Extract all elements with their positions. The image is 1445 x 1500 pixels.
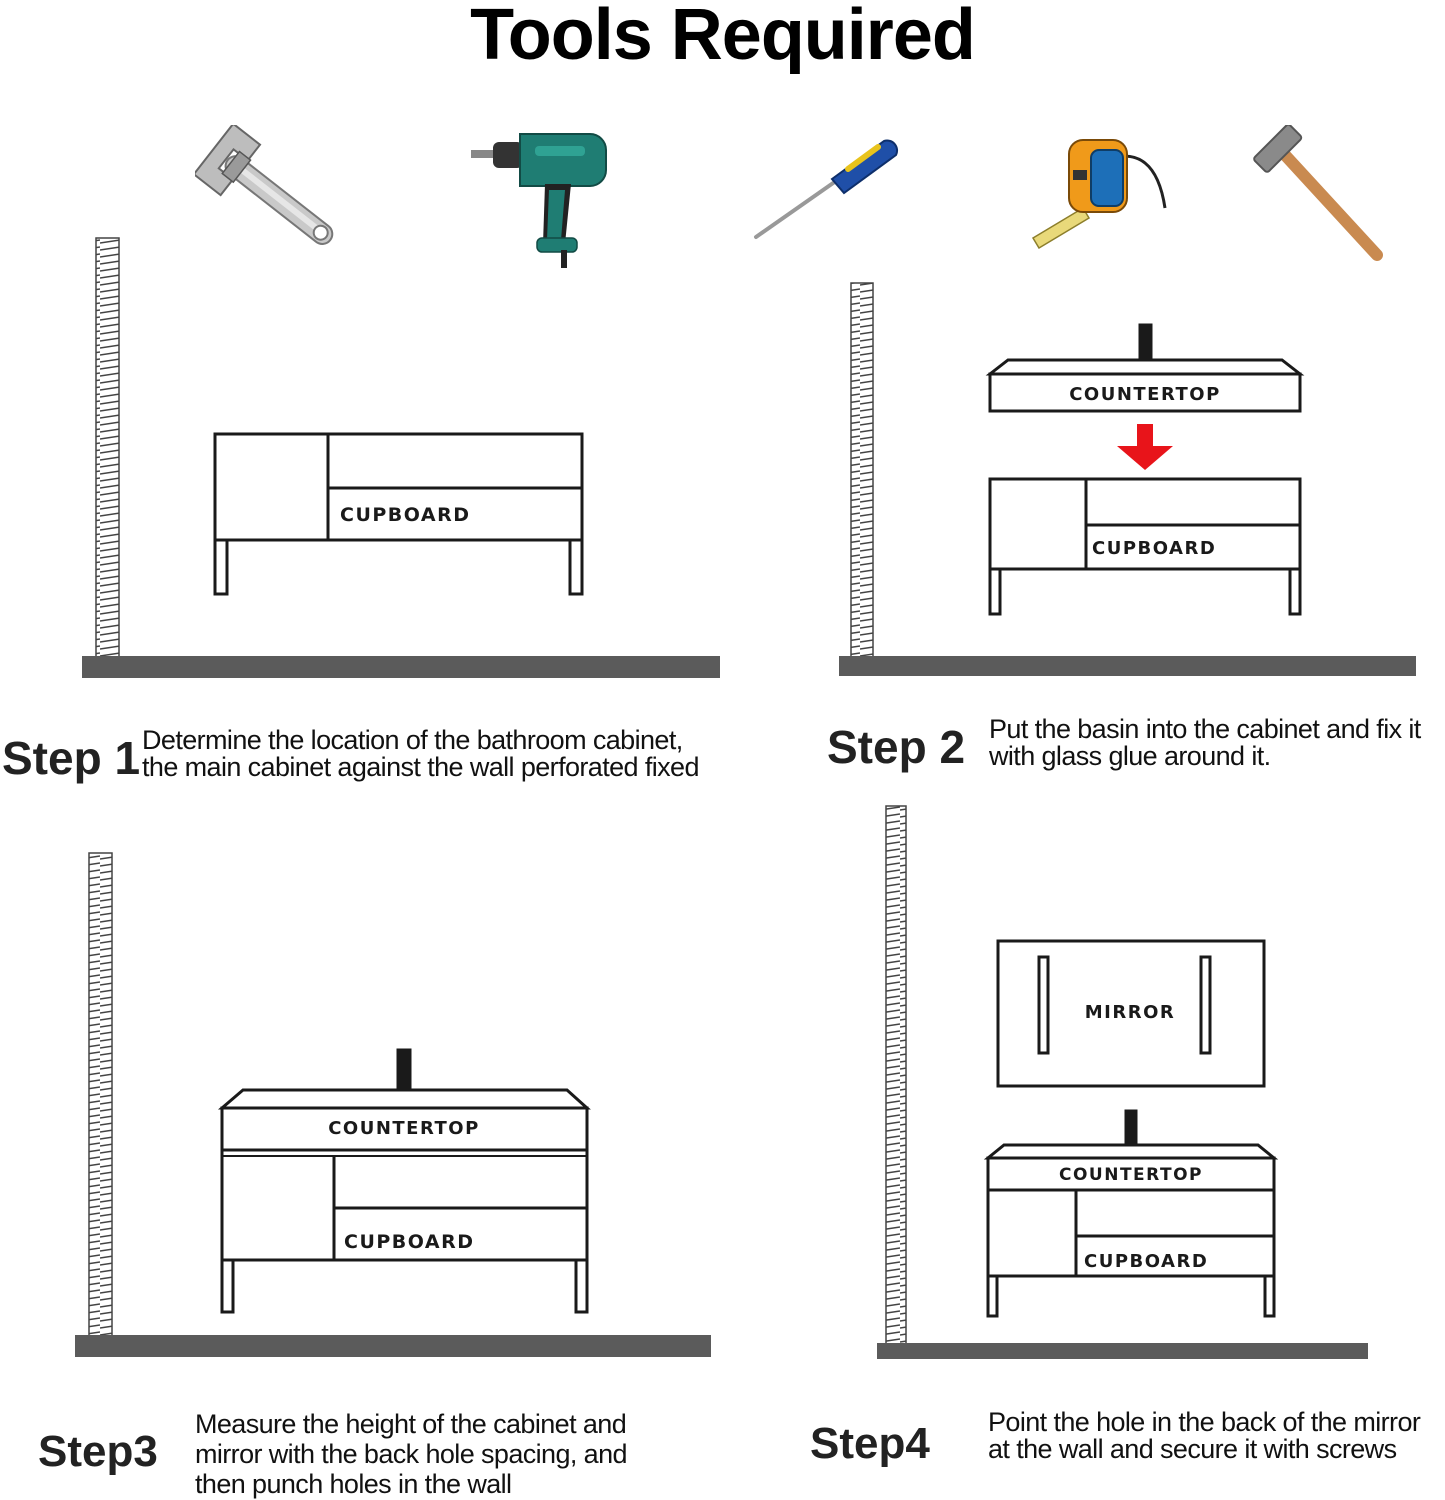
- cupboard: [986, 1188, 1276, 1318]
- wall: [88, 852, 113, 1338]
- countertop: [985, 323, 1305, 413]
- step-2-label: Step 2: [827, 721, 966, 773]
- step-2-line-2: with glass glue around it.: [989, 741, 1271, 771]
- cupboard: [220, 1148, 589, 1314]
- cupboard: [213, 432, 584, 596]
- countertop-label-4: COUNTERTOP: [1059, 1165, 1203, 1185]
- step-1-description: Determine the location of the bathroom c…: [142, 727, 699, 781]
- wall: [885, 805, 907, 1347]
- cupboard-label-3: CUPBOARD: [344, 1231, 475, 1253]
- step-2-line-1: Put the basin into the cabinet and fix i…: [989, 714, 1421, 744]
- floor: [877, 1343, 1368, 1359]
- page-title: Tools Required: [470, 0, 976, 75]
- countertop-label-2: COUNTERTOP: [1069, 384, 1221, 405]
- step-2-description: Put the basin into the cabinet and fix i…: [989, 716, 1421, 770]
- cupboard-label-1: CUPBOARD: [340, 504, 471, 526]
- cupboard-label-4: CUPBOARD: [1084, 1251, 1208, 1272]
- screwdriver-icon: [754, 139, 899, 239]
- countertop: [217, 1048, 591, 1152]
- step-3-label: Step3: [38, 1427, 158, 1476]
- down-arrow-icon: [1117, 424, 1173, 470]
- wrench-icon: [195, 125, 334, 245]
- floor: [75, 1335, 711, 1357]
- step-1-label: Step 1: [2, 732, 141, 784]
- hammer-icon: [1253, 125, 1383, 261]
- step-4-label: Step4: [810, 1419, 930, 1468]
- floor: [839, 656, 1416, 676]
- wall: [850, 282, 874, 659]
- step-3-line-3: then punch holes in the wall: [195, 1469, 512, 1499]
- mirror: [996, 939, 1266, 1088]
- step-3-line-2: mirror with the back hole spacing, and: [195, 1439, 628, 1469]
- cupboard: [988, 477, 1302, 616]
- tape-measure-icon: [1031, 139, 1167, 250]
- wall: [95, 237, 120, 659]
- cupboard-label-2: CUPBOARD: [1092, 538, 1216, 559]
- countertop-label-3: COUNTERTOP: [328, 1118, 480, 1139]
- step-4-line-1: Point the hole in the back of the mirror: [988, 1407, 1421, 1437]
- floor: [82, 656, 720, 678]
- step-4-description: Point the hole in the back of the mirror…: [988, 1407, 1421, 1464]
- countertop: [983, 1109, 1279, 1192]
- step-3-line-1: Measure the height of the cabinet and: [195, 1409, 627, 1439]
- step-1-line-2: the main cabinet against the wall perfor…: [142, 752, 699, 782]
- step-1-line-1: Determine the location of the bathroom c…: [142, 725, 683, 755]
- mirror-label: MIRROR: [1085, 1002, 1176, 1023]
- step-4-line-2: at the wall and secure it with screws: [988, 1434, 1397, 1464]
- impact-drill-icon: [471, 133, 607, 268]
- step-3-description: Measure the height of the cabinet and mi…: [195, 1409, 628, 1499]
